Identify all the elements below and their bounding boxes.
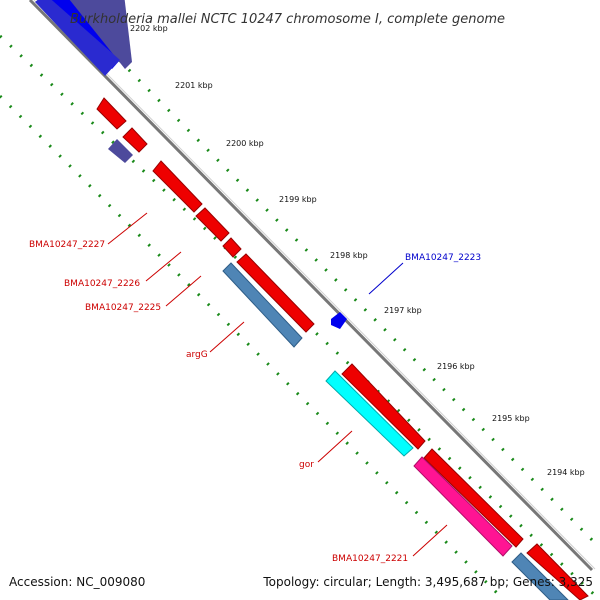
- feature-arg-g: [222, 262, 303, 348]
- feature-forward-cds: [96, 97, 127, 130]
- gene-label: BMA10247_2225: [85, 303, 161, 313]
- feature-forward-cds: [195, 207, 230, 242]
- kbp-tick: 2201 kbp: [175, 81, 213, 90]
- kbp-tick: 2195 kbp: [492, 414, 530, 423]
- genome-backbone: [28, 0, 596, 572]
- tick-track-outer: [58, 0, 600, 550]
- map-title: Burkholderia mallei NCTC 10247 chromosom…: [70, 12, 505, 27]
- kbp-ticks: 2202 kbp 2201 kbp 2200 kbp 2199 kbp 2198…: [130, 24, 585, 477]
- feature-bma10247-2221: [413, 456, 513, 557]
- feature-forward-cds: [236, 253, 315, 333]
- kbp-tick: 2194 kbp: [547, 468, 585, 477]
- kbp-tick: 2197 kbp: [384, 306, 422, 315]
- feature-forward-cds: [341, 363, 426, 450]
- accession-text: Accession: NC_009080: [9, 575, 146, 589]
- feature-forward-cds: [152, 160, 203, 213]
- feature-forward-cds: [423, 448, 524, 548]
- gene-label: gor: [299, 460, 314, 470]
- reverse-features: [35, 0, 569, 600]
- feature-gor: [325, 370, 414, 457]
- feature-reverse-cds: [511, 552, 569, 600]
- kbp-tick: 2198 kbp: [330, 251, 368, 260]
- gene-label: BMA10247_2223: [405, 253, 481, 263]
- feature-bma10247-2223: [331, 312, 347, 329]
- gene-label: BMA10247_2227: [29, 240, 105, 250]
- feature-reverse-cds: [69, 0, 132, 69]
- kbp-tick: 2202 kbp: [130, 24, 168, 33]
- kbp-tick: 2199 kbp: [279, 195, 317, 204]
- feature-forward-cds: [526, 543, 589, 600]
- forward-features: [331, 312, 589, 600]
- feature-forward-cds: [222, 237, 242, 258]
- tick-track-mid: [0, 34, 600, 600]
- genome-summary: Topology: circular; Length: 3,495,687 bp…: [263, 575, 593, 589]
- feature-reverse-cds: [35, 0, 120, 76]
- gene-label: BMA10247_2226: [64, 279, 140, 289]
- gene-label: BMA10247_2221: [332, 554, 408, 564]
- kbp-tick: 2196 kbp: [437, 362, 475, 371]
- gene-label: argG: [186, 350, 208, 360]
- feature-forward-cds: [122, 127, 148, 153]
- feature-reverse-cds: [108, 139, 133, 163]
- label-connectors: [107, 212, 448, 557]
- gene-labels: BMA10247_2227 BMA10247_2226 BMA10247_222…: [29, 240, 481, 564]
- tick-track-inner: [0, 94, 506, 600]
- kbp-tick: 2200 kbp: [226, 139, 264, 148]
